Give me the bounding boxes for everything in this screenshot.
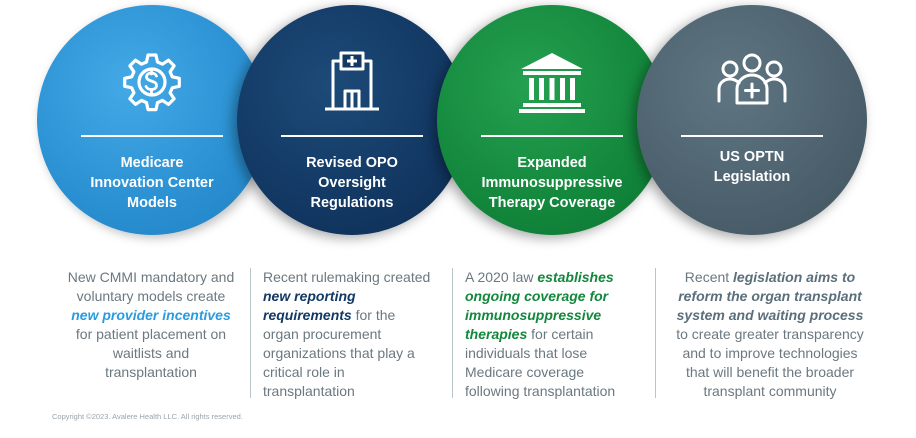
circle-divider: [281, 135, 423, 137]
description-medicare-innovation: New CMMI mandatory and voluntary models …: [67, 269, 235, 380]
description-immunosuppressive: A 2020 law establishes ongoing coverage …: [465, 269, 616, 399]
column-divider: [655, 268, 656, 398]
gear-dollar-icon: [117, 49, 187, 115]
desc-highlight: new provider incentives: [71, 307, 231, 323]
column-divider: [250, 268, 251, 398]
desc-highlight: establishes ongoing coverage for immunos…: [465, 269, 614, 342]
circle-divider: [681, 135, 823, 137]
desc-highlight: legislation aims to reform the organ tra…: [676, 269, 864, 323]
circle-divider: [481, 135, 623, 137]
circle-divider: [81, 135, 223, 137]
circle-title: Revised OPO Oversight Regulations: [306, 155, 398, 211]
circle-revised-opo: Revised OPO Oversight Regulations: [237, 5, 467, 235]
circle-title: US OPTN Legislation: [713, 149, 791, 185]
description-revised-opo: Recent rulemaking created new reporting …: [263, 269, 431, 399]
description-optn-legislation: Recent legislation aims to reform the or…: [676, 269, 864, 399]
circle-immunosuppressive: Expanded Immunosuppressive Therapy Cover…: [437, 5, 667, 235]
circle-title: Expanded Immunosuppressive Therapy Cover…: [481, 155, 623, 211]
column-divider: [452, 268, 453, 398]
circle-medicare-innovation: Medicare Innovation Center Models: [37, 5, 267, 235]
circle-title: Medicare Innovation Center Models: [90, 155, 214, 211]
copyright-notice: Copyright ©2023. Avalere Health LLC. All…: [52, 412, 243, 421]
government-building-icon: [517, 49, 587, 115]
hospital-building-icon: [317, 49, 387, 115]
desc-highlight: new reporting requirements: [263, 288, 356, 323]
circle-optn-legislation: US OPTN Legislation: [637, 5, 867, 235]
people-health-icon: [717, 49, 787, 115]
